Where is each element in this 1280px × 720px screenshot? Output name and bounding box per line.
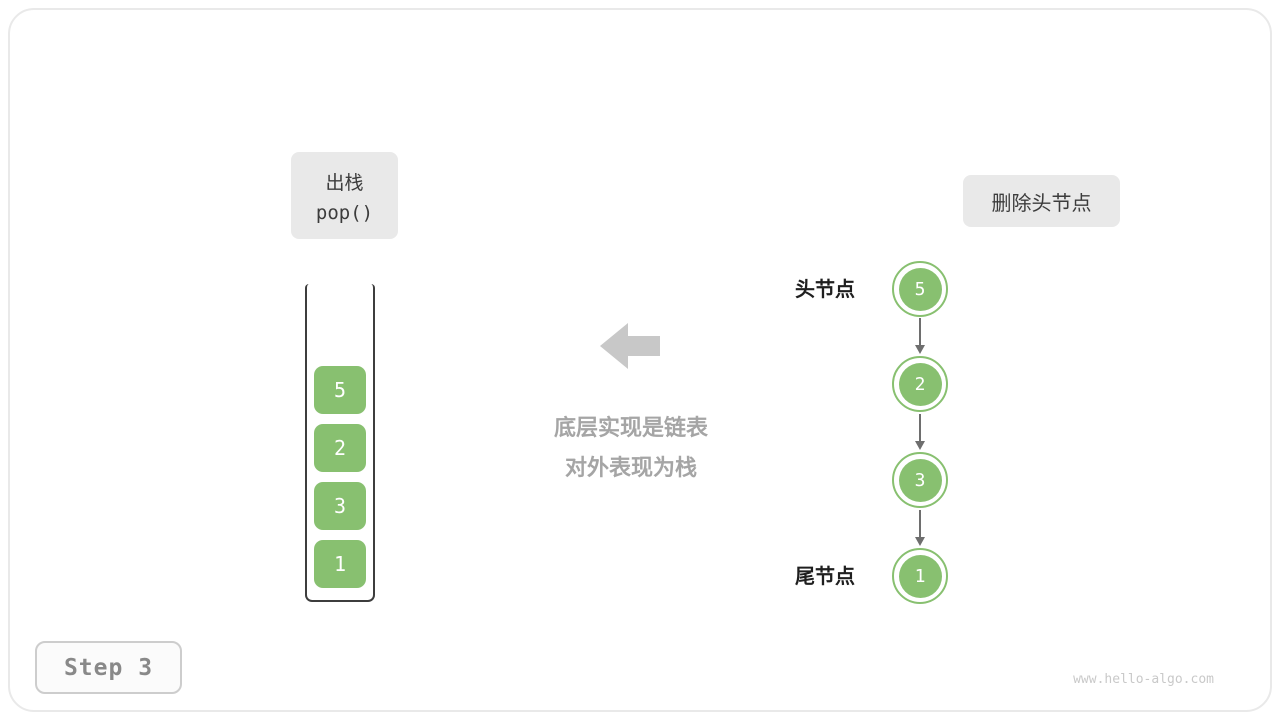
left-arrow-icon [600,323,660,369]
delete-head-label: 删除头节点 [963,175,1120,227]
pop-operation-label: 出栈 pop() [291,152,398,239]
stack-item: 1 [314,540,366,588]
step-badge: Step 3 [35,641,182,694]
pop-operation-label-code: pop() [315,201,374,224]
stack-container: 5 2 3 1 [305,284,375,602]
list-node-value: 1 [898,554,942,598]
list-node-value: 3 [898,458,942,502]
pop-operation-label-cn: 出栈 [325,171,364,194]
list-node: 3 [892,452,948,508]
down-arrow-icon [915,510,925,546]
step-badge-label: Step 3 [63,654,154,681]
stack-item: 5 [314,366,366,414]
list-node: 5 [892,261,948,317]
list-node-value: 2 [898,362,942,406]
caption-line1: 底层实现是链表 [553,416,708,441]
card-frame [8,8,1272,712]
watermark: www.hello-algo.com [1073,672,1214,687]
list-node: 2 [892,356,948,412]
list-node: 1 [892,548,948,604]
stack-item: 2 [314,424,366,472]
tail-node-label: 尾节点 [795,564,855,588]
stack-item: 3 [314,482,366,530]
head-node-label: 头节点 [795,277,855,301]
down-arrow-icon [915,414,925,450]
down-arrow-icon [915,318,925,354]
caption-line2: 对外表现为栈 [564,456,697,481]
list-node-value: 5 [898,267,942,311]
caption: 底层实现是链表 对外表现为栈 [481,409,781,489]
